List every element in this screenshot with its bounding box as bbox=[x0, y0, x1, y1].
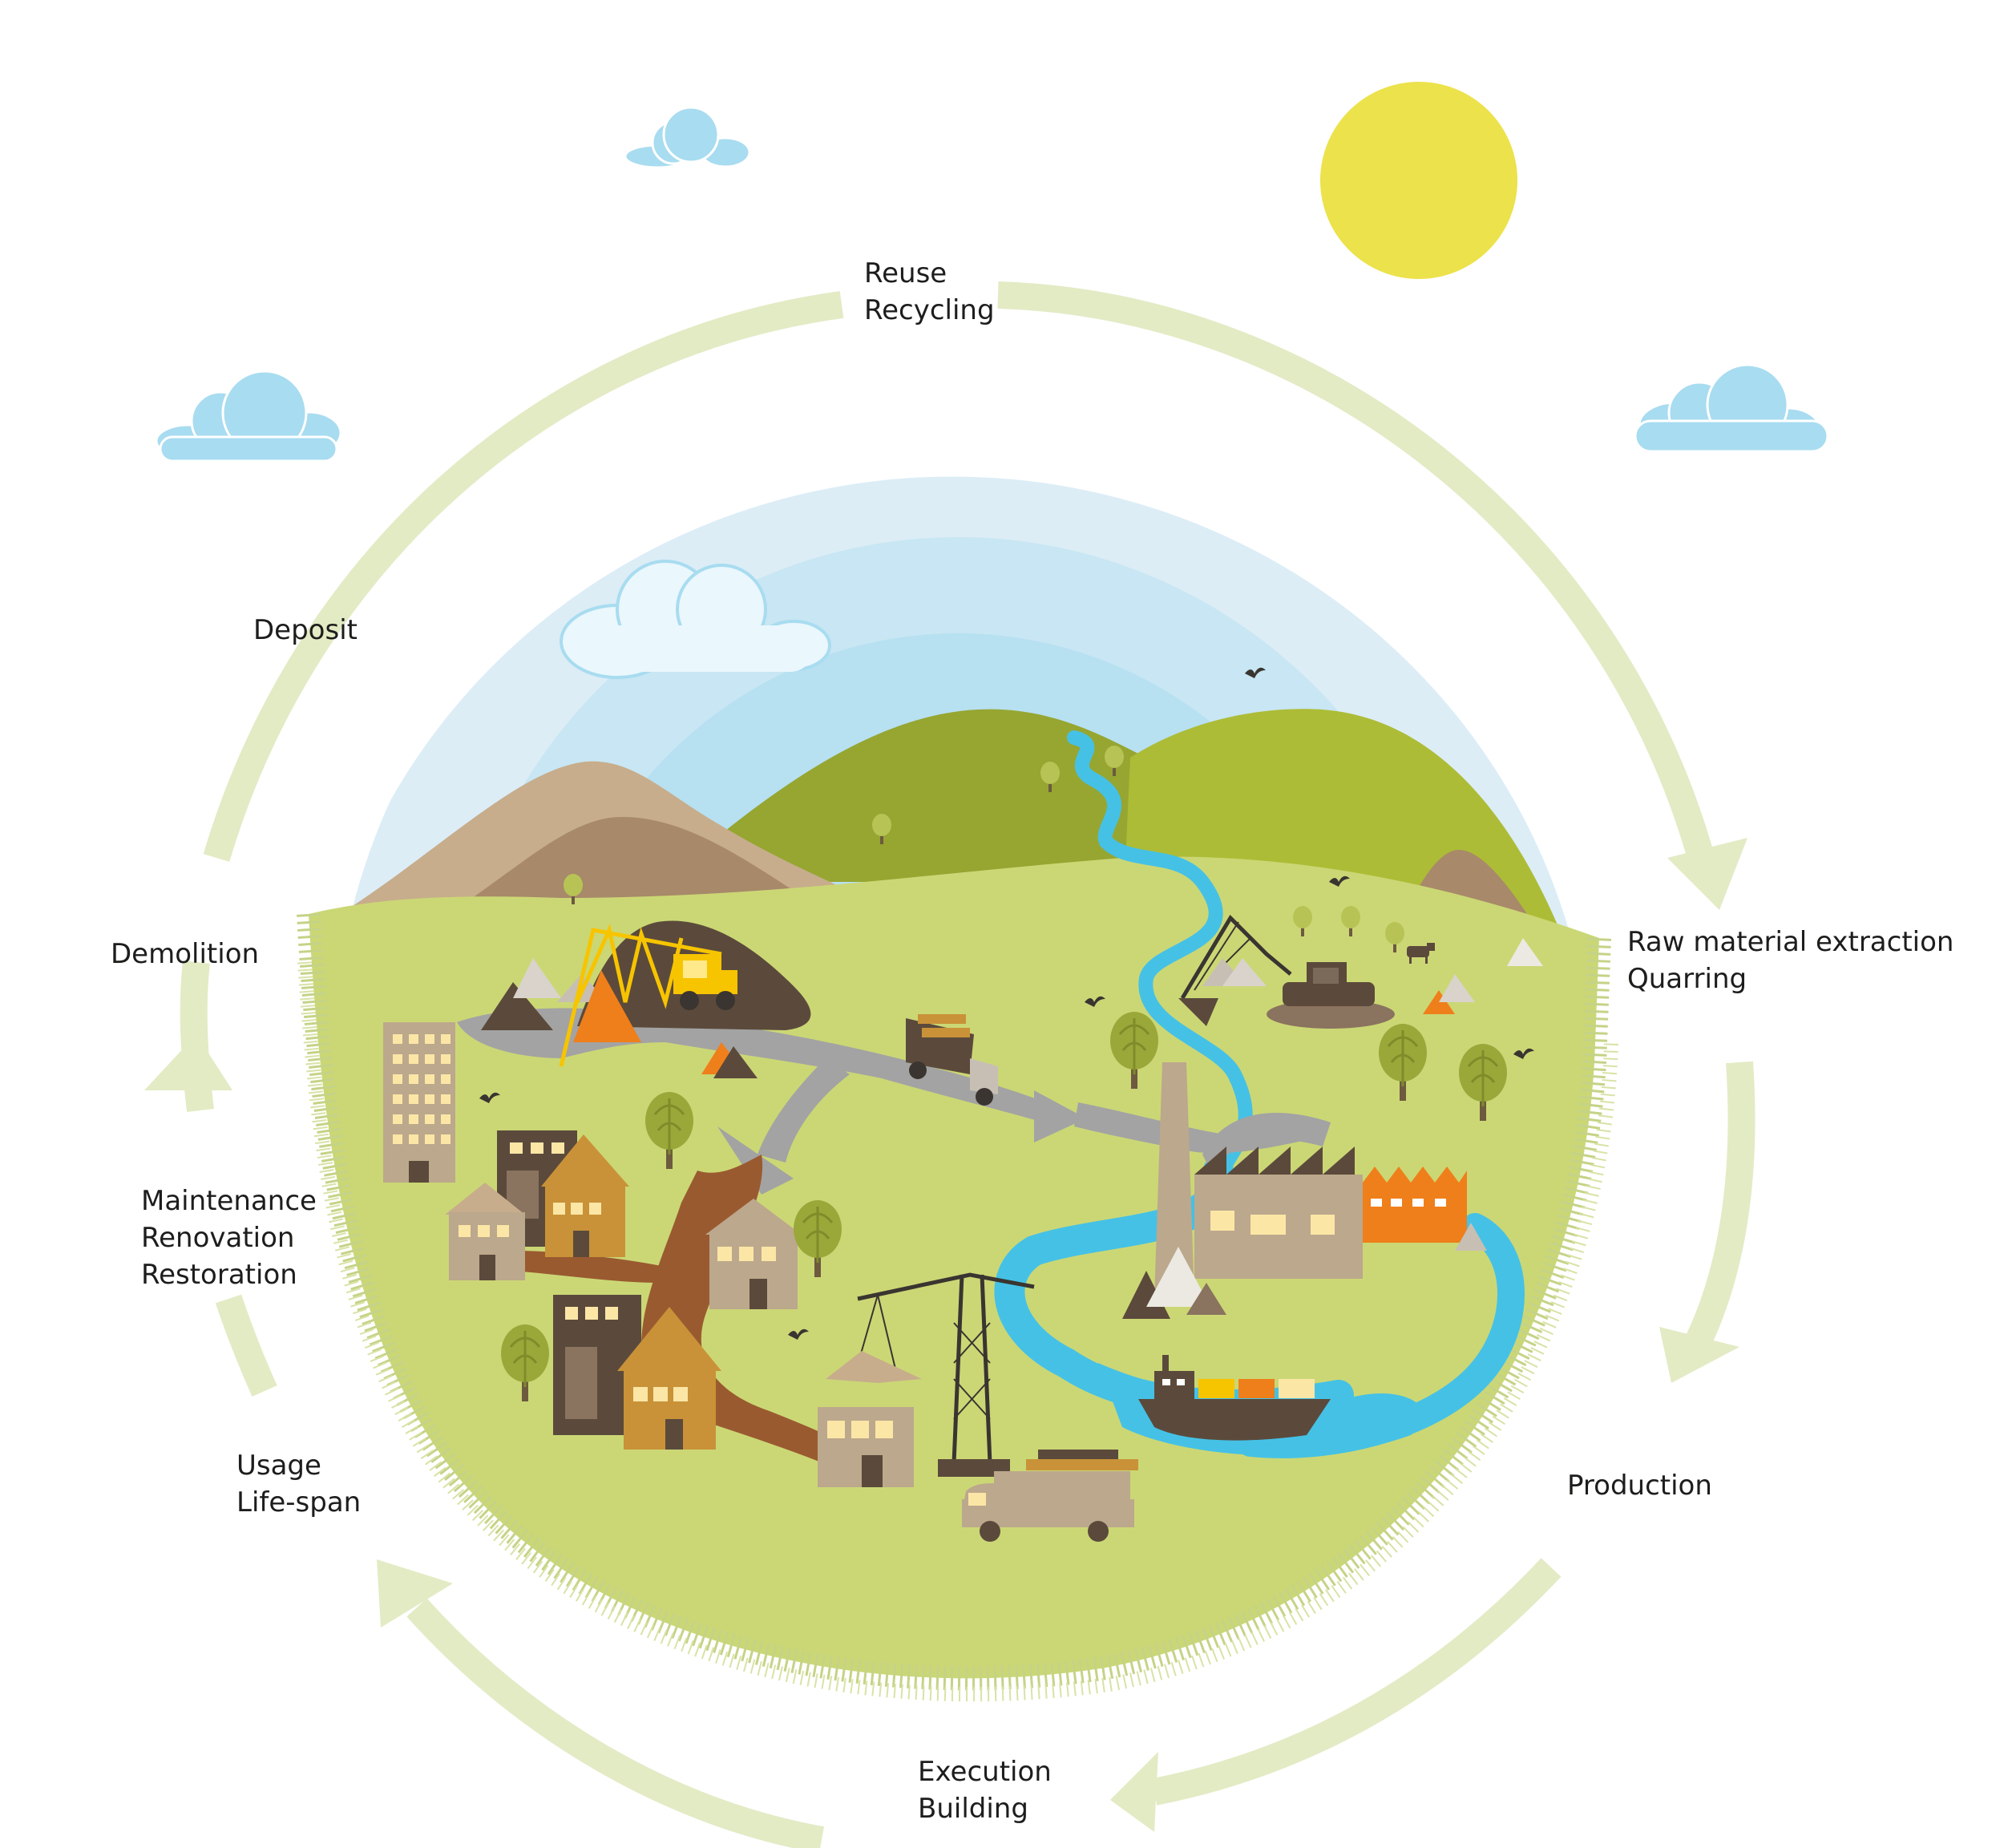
cloud-icon bbox=[1634, 363, 1829, 453]
factory-icon bbox=[1154, 1062, 1467, 1299]
stage-label-line: Life-span bbox=[236, 1486, 362, 1518]
sun-icon bbox=[1320, 82, 1517, 279]
arrowhead-raw bbox=[1667, 838, 1747, 910]
truck-icon bbox=[906, 1014, 998, 1106]
stage-label-line: Demolition bbox=[111, 938, 260, 970]
yellow-loader-icon bbox=[673, 954, 737, 1010]
arrowhead-demolition bbox=[144, 1034, 232, 1090]
truck-icon bbox=[962, 1450, 1138, 1542]
arc-production-to-execution bbox=[1151, 1558, 1562, 1806]
stage-label-line: Quarring bbox=[1627, 963, 1747, 995]
sand-pile-icon bbox=[481, 982, 553, 1030]
stage-label-line: Raw material extraction bbox=[1627, 926, 1954, 958]
crane-icon bbox=[559, 924, 722, 1067]
crane-icon bbox=[853, 1272, 1035, 1464]
stage-label-line: Renovation bbox=[141, 1222, 295, 1254]
sand-pile-icon bbox=[1146, 1247, 1210, 1307]
sand-pile-icon bbox=[573, 970, 641, 1042]
sand-pile-icon bbox=[513, 958, 561, 998]
sand-pile-icon bbox=[1186, 1283, 1226, 1315]
stage-label-line: Execution bbox=[918, 1756, 1052, 1788]
arc-usage-to-maintenance bbox=[215, 1294, 277, 1397]
cow-icon bbox=[1407, 943, 1435, 964]
arrowhead-production bbox=[1659, 1327, 1739, 1383]
cloud-icon bbox=[624, 106, 751, 169]
stage-label-raw-material: Raw material extraction Quarring bbox=[1627, 924, 1953, 997]
arc-execution-to-usage bbox=[406, 1598, 825, 1848]
stage-label-line: Deposit bbox=[253, 614, 358, 646]
stage-label-line: Maintenance bbox=[141, 1185, 317, 1217]
stage-label-line: Recycling bbox=[864, 294, 995, 326]
stage-label-reuse: Reuse Recycling bbox=[864, 255, 995, 329]
sand-pile-icon bbox=[1507, 938, 1543, 966]
sand-pile-icon bbox=[713, 1046, 758, 1078]
sand-pile-icon bbox=[1455, 1223, 1487, 1251]
stage-label-line: Usage bbox=[236, 1450, 321, 1482]
arrowhead-usage bbox=[377, 1559, 453, 1628]
bulldozer-icon bbox=[1267, 962, 1395, 1029]
cargo-ship-icon bbox=[1138, 1355, 1331, 1441]
cloud-icon bbox=[155, 370, 342, 463]
house-icon bbox=[445, 1183, 525, 1280]
stage-label-deposit: Deposit bbox=[253, 612, 358, 649]
house-icon bbox=[818, 1407, 914, 1487]
apartment-building-icon bbox=[383, 1022, 455, 1183]
sand-pile-icon bbox=[826, 1351, 922, 1383]
stage-label-production: Production bbox=[1567, 1467, 1712, 1504]
cycle-arrowheads bbox=[144, 838, 1747, 1832]
house-icon bbox=[705, 1199, 802, 1309]
cloud-icon bbox=[560, 560, 831, 679]
arrowhead-execution bbox=[1110, 1752, 1158, 1832]
stage-label-usage: Usage Life-span bbox=[236, 1447, 361, 1521]
house-icon bbox=[617, 1307, 721, 1450]
stage-label-line: Reuse bbox=[864, 257, 947, 289]
mountain-icon bbox=[449, 817, 818, 914]
arc-reuse-to-raw bbox=[997, 281, 1717, 870]
arc-raw-to-production bbox=[1683, 1061, 1756, 1353]
stage-label-line: Building bbox=[918, 1793, 1028, 1825]
stage-label-maintenance: Maintenance Renovation Restoration bbox=[141, 1183, 317, 1293]
stage-label-line: Restoration bbox=[141, 1259, 297, 1291]
sand-pile-icon bbox=[1222, 958, 1267, 986]
stage-label-line: Production bbox=[1567, 1470, 1712, 1502]
house-icon bbox=[541, 1134, 629, 1257]
crane-base bbox=[938, 1459, 1010, 1477]
cycle-arrows bbox=[180, 281, 1756, 1848]
arc-deposit-to-reuse bbox=[203, 291, 844, 862]
quarry bbox=[481, 920, 811, 1078]
stage-label-execution: Execution Building bbox=[918, 1753, 1052, 1827]
meadow bbox=[297, 856, 1618, 1702]
stage-label-demolition: Demolition bbox=[111, 936, 259, 973]
sand-pile-icon bbox=[1439, 974, 1475, 1002]
